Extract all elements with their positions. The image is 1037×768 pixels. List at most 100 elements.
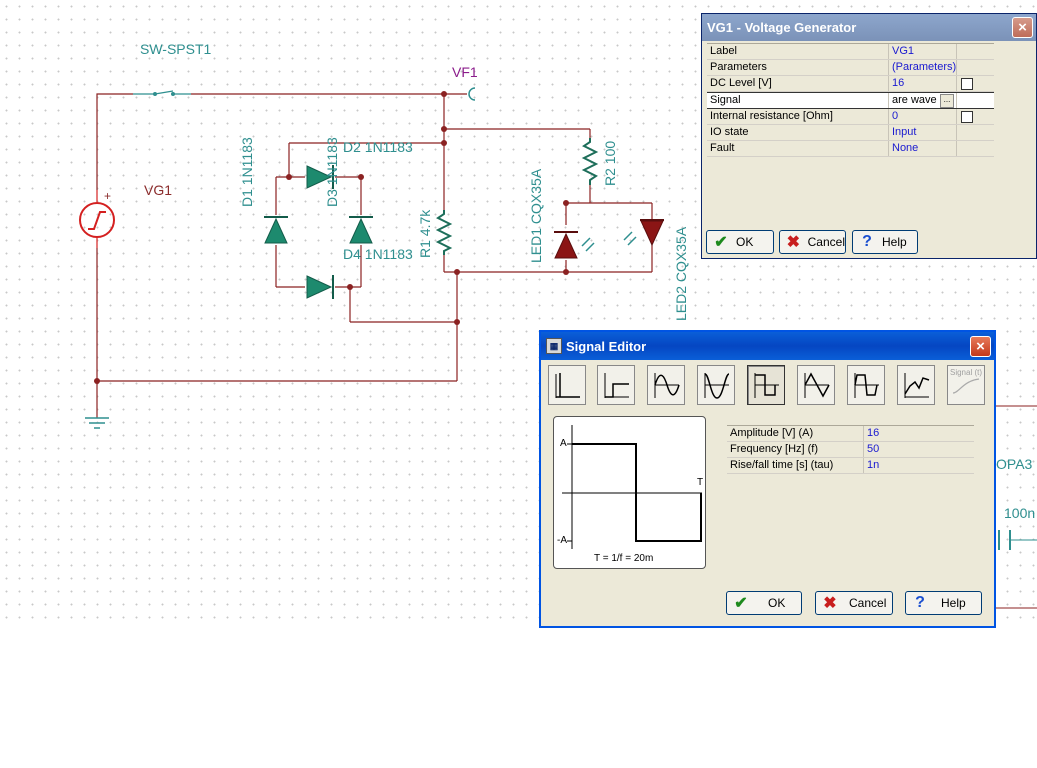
prop-value[interactable]: None xyxy=(889,141,957,156)
vg-cancel-button[interactable]: ✖ Cancel xyxy=(779,230,846,254)
period-label: T xyxy=(697,477,704,488)
led1-label: LED1 CQX35A xyxy=(528,168,544,263)
param-name: Amplitude [V] (A) xyxy=(727,426,864,441)
question-icon: ? xyxy=(862,233,872,250)
help-label: Help xyxy=(882,235,907,249)
diode-bridge[interactable] xyxy=(264,165,373,299)
prop-name: Fault xyxy=(707,141,889,156)
prop-name: DC Level [V] xyxy=(707,76,889,91)
prop-name: Internal resistance [Ohm] xyxy=(707,109,889,124)
ok-label: OK xyxy=(736,235,754,249)
cancel-label: Cancel xyxy=(849,596,887,610)
question-icon: ? xyxy=(915,594,925,611)
param-row-amplitude[interactable]: Amplitude [V] (A)16 xyxy=(727,426,974,442)
prop-value[interactable]: VG1 xyxy=(889,44,957,59)
signal-value: are wave xyxy=(892,94,937,106)
d4-label: D4 1N1183 xyxy=(343,246,413,262)
vg-help-button[interactable]: ? Help xyxy=(852,230,918,254)
prop-row-parameters[interactable]: Parameters(Parameters) xyxy=(707,60,994,76)
close-icon[interactable]: × xyxy=(1012,17,1033,38)
voltage-source-symbol[interactable] xyxy=(79,190,115,248)
checkmark-icon: ✔ xyxy=(714,234,728,251)
param-value[interactable]: 50 xyxy=(867,443,880,455)
vg-ok-button[interactable]: ✔ OK xyxy=(706,230,774,254)
switch-label: SW-SPST1 xyxy=(140,41,212,57)
param-row-frequency[interactable]: Frequency [Hz] (f)50 xyxy=(727,442,974,458)
d3-label: D3 1N1183 xyxy=(324,137,340,207)
ellipsis-button[interactable]: ... xyxy=(940,94,954,108)
signal-t-label: Signal (t) xyxy=(949,367,982,377)
prop-row-dc-level[interactable]: DC Level [V]16 xyxy=(707,76,994,92)
sine-icon[interactable] xyxy=(647,365,685,405)
ok-label: OK xyxy=(768,596,786,610)
x-icon: ✖ xyxy=(786,234,801,251)
amp-neg-label: -A xyxy=(557,535,567,546)
switch-symbol[interactable] xyxy=(133,90,191,96)
opa3-label: OPA3 xyxy=(996,456,1033,472)
vf1-label: VF1 xyxy=(452,64,478,80)
se-ok-button[interactable]: ✔ OK xyxy=(726,591,802,615)
prop-row-internal-resistance[interactable]: Internal resistance [Ohm]0 xyxy=(707,109,994,125)
general-wave-icon[interactable] xyxy=(897,365,935,405)
prop-name: IO state xyxy=(707,125,889,140)
cancel-label: Cancel xyxy=(807,235,845,249)
vg1-plus: + xyxy=(104,189,111,203)
pulse-icon[interactable] xyxy=(597,365,635,405)
internal-resistance-checkbox[interactable] xyxy=(961,110,973,123)
param-name: Frequency [Hz] (f) xyxy=(727,442,864,457)
triangle-icon[interactable] xyxy=(797,365,835,405)
se-cancel-button[interactable]: ✖ Cancel xyxy=(815,591,893,615)
checkmark-icon: ✔ xyxy=(734,595,748,612)
app-icon: ▦ xyxy=(546,338,562,354)
amp-pos-label: A xyxy=(560,438,567,449)
param-row-rise-fall[interactable]: Rise/fall time [s] (tau)1n xyxy=(727,458,974,474)
cosine-icon[interactable] xyxy=(697,365,735,405)
square-icon[interactable] xyxy=(747,365,785,405)
ground-symbol[interactable] xyxy=(85,417,109,429)
period-formula: T = 1/f = 20m xyxy=(594,553,654,564)
vg1-label: VG1 xyxy=(144,182,172,198)
x-icon: ✖ xyxy=(823,595,837,612)
trapezoid-icon[interactable] xyxy=(847,365,885,405)
schematic[interactable]: SW-SPST1 VF1 + VG1 D1 1N1183 D2 1N1183 D… xyxy=(0,0,1037,625)
se-titlebar[interactable]: ▦ Signal Editor × xyxy=(541,332,994,360)
help-label: Help xyxy=(941,596,966,610)
r2-resistor[interactable] xyxy=(581,138,599,185)
prop-value[interactable]: 16 xyxy=(889,76,957,91)
d2-label: D2 1N1183 xyxy=(343,139,413,155)
se-title: Signal Editor xyxy=(566,338,647,354)
r2-label: R2 100 xyxy=(602,141,618,186)
vg-titlebar[interactable]: VG1 - Voltage Generator × xyxy=(702,14,1036,41)
led1-symbol[interactable] xyxy=(554,231,595,259)
vg-title: VG1 - Voltage Generator xyxy=(707,20,857,35)
r1-resistor[interactable] xyxy=(435,210,453,255)
prop-name: Label xyxy=(707,44,889,59)
prop-name: Signal xyxy=(707,93,889,108)
waveform-preview: A -A T T = 1/f = 20m xyxy=(553,416,706,569)
voltage-probe-symbol[interactable] xyxy=(468,87,476,101)
param-value[interactable]: 16 xyxy=(867,427,880,439)
se-help-button[interactable]: ? Help xyxy=(905,591,982,615)
junctions xyxy=(94,91,569,384)
prop-value[interactable]: (Parameters) xyxy=(889,60,957,75)
prop-value[interactable]: 0 xyxy=(889,109,957,124)
close-icon[interactable]: × xyxy=(970,335,991,357)
r1-label: R1 4.7k xyxy=(417,209,433,258)
led2-label: LED2 CQX35A xyxy=(673,226,689,321)
unit-step-icon[interactable] xyxy=(548,365,586,405)
signal-t-icon[interactable]: Signal (t) xyxy=(947,365,985,405)
prop-value[interactable]: are wave... xyxy=(889,93,957,108)
cap-label: 100n xyxy=(1004,505,1035,521)
signal-params-grid: Amplitude [V] (A)16 Frequency [Hz] (f)50… xyxy=(727,425,974,474)
prop-value[interactable]: Input xyxy=(889,125,957,140)
led2-symbol[interactable] xyxy=(623,219,664,247)
param-value[interactable]: 1n xyxy=(867,459,880,471)
dc-level-checkbox[interactable] xyxy=(961,77,973,90)
capacitor-symbol[interactable] xyxy=(998,530,1037,550)
d1-label: D1 1N1183 xyxy=(239,137,255,207)
